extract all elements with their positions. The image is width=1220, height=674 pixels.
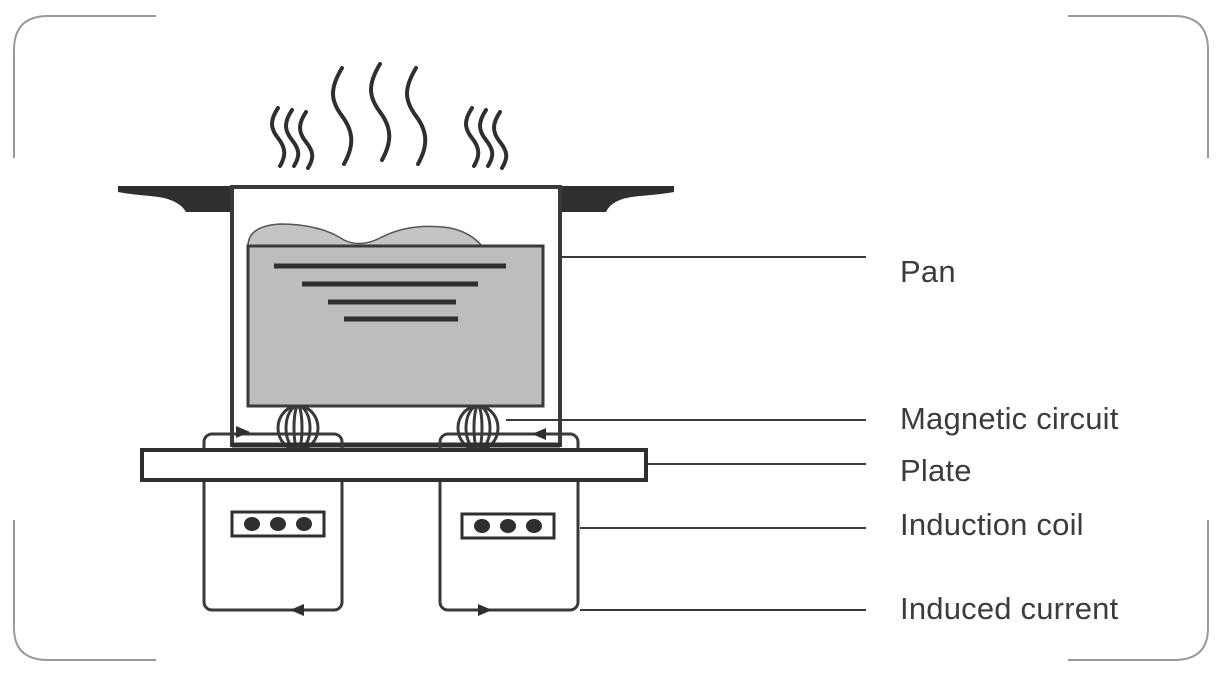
pan-liquid [246, 244, 545, 408]
label-induction-coil: Induction coil [900, 507, 1084, 542]
steam-wave [369, 62, 392, 162]
coil-winding [474, 519, 490, 533]
steam-icon [270, 62, 509, 170]
frame-corners [13, 15, 1209, 661]
steam-wave [284, 108, 301, 168]
coil-winding [500, 519, 516, 533]
steam-wave [331, 66, 354, 166]
plate [140, 448, 648, 482]
label-magnetic-circuit: Magnetic circuit [900, 401, 1119, 436]
pan-rim-right-flange [560, 186, 674, 212]
leader-lines [506, 256, 866, 611]
frame-corner-top-left [13, 15, 156, 158]
induction-coil-left [230, 510, 326, 538]
heat-lines [274, 263, 506, 322]
steam-wave [478, 108, 495, 168]
arrow-left-icon [532, 428, 546, 440]
pan-liquid-surface [247, 223, 484, 247]
current-loop-right [438, 432, 580, 612]
steam-wave [298, 110, 315, 170]
label-induced-current: Induced current [900, 591, 1119, 626]
arrow-left-icon [290, 604, 304, 616]
coil-winding [244, 517, 260, 531]
induction-coil-right [460, 512, 556, 540]
arrow-right-icon [478, 604, 492, 616]
frame-corner-bottom-right [1068, 520, 1209, 661]
arrow-right-icon [236, 426, 250, 438]
coil-winding [296, 517, 312, 531]
steam-wave [270, 106, 287, 168]
coil-winding [270, 517, 286, 531]
steam-wave [464, 106, 481, 168]
current-loop-left [202, 432, 344, 612]
label-plate: Plate [900, 453, 972, 488]
steam-wave [405, 66, 428, 166]
current-arrows [236, 426, 546, 616]
pan-rim-left-flange [118, 186, 232, 212]
frame-corner-bottom-left [13, 520, 156, 661]
steam-wave [492, 110, 509, 170]
label-pan: Pan [900, 254, 956, 289]
frame-corner-top-right [1068, 15, 1209, 158]
coil-winding [526, 519, 542, 533]
